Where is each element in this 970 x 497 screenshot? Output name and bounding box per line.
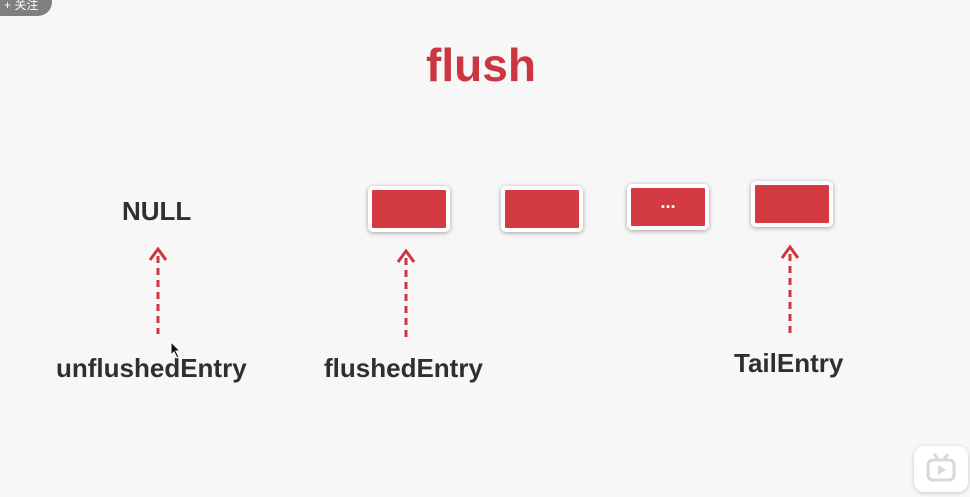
buffer-node-2 (501, 186, 583, 232)
flushed-pointer-arrow (396, 248, 416, 338)
tail-entry-label: TailEntry (734, 348, 844, 378)
buffer-node-ellipsis: ... (627, 184, 709, 230)
unflushed-entry-label: unflushedEntry (56, 353, 247, 383)
tail-pointer-arrow (780, 244, 800, 334)
play-icon (926, 453, 956, 482)
play-button[interactable] (914, 446, 968, 492)
mouse-cursor-icon (170, 341, 182, 359)
diagram-title: flush (426, 39, 536, 91)
unflushed-pointer-arrow (148, 246, 168, 334)
flushed-entry-label: flushedEntry (324, 353, 483, 383)
buffer-node-tail (751, 181, 833, 227)
null-label: NULL (122, 196, 192, 226)
follow-button[interactable]: + 关注 (0, 0, 52, 16)
buffer-node-1 (368, 186, 450, 232)
